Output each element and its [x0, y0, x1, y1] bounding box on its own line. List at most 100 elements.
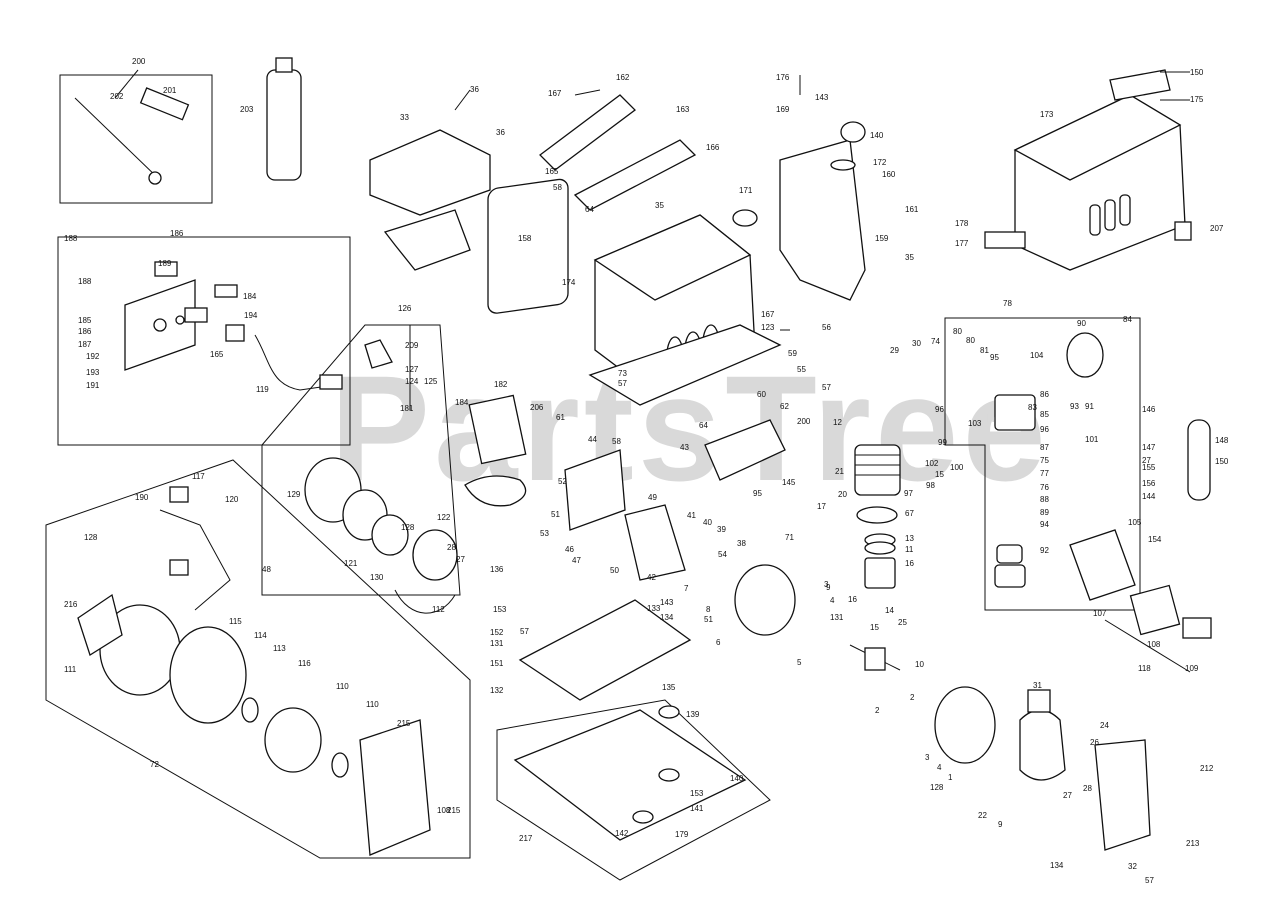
part-label: 57 [1145, 876, 1154, 885]
part-label: 107 [1093, 609, 1107, 618]
fuel-strainer-part [1187, 419, 1211, 501]
part-label: 181 [400, 404, 414, 413]
part-label: 93 [1070, 402, 1079, 411]
part-label: 110 [366, 700, 379, 709]
part-label: 213 [1186, 839, 1200, 848]
part-label: 16 [848, 595, 857, 604]
part-label: 64 [699, 421, 708, 430]
part-label: 9 [998, 820, 1003, 829]
part-label: 120 [225, 495, 239, 504]
part-label: 206 [530, 403, 544, 412]
part-label: 203 [240, 105, 254, 114]
tools-group-box [59, 74, 213, 204]
part-label: 5 [797, 658, 802, 667]
part-label: 35 [655, 201, 664, 210]
part-label: 64 [585, 205, 594, 214]
cylinder-part [854, 444, 901, 496]
part-label: 21 [835, 467, 844, 476]
piston-part [864, 533, 896, 589]
part-label: 96 [935, 405, 944, 414]
part-label: 90 [1077, 319, 1086, 328]
air-cleaner-cover-part [1182, 617, 1212, 639]
part-label: 200 [797, 417, 811, 426]
part-label: 3 [925, 753, 930, 762]
part-label: 15 [870, 623, 879, 632]
part-label: 32 [1128, 862, 1137, 871]
part-label: 115 [229, 617, 242, 626]
part-label: 105 [1128, 518, 1142, 527]
part-label: 140 [730, 774, 744, 783]
part-label: 153 [690, 789, 704, 798]
part-label: 47 [572, 556, 581, 565]
part-label: 36 [470, 85, 479, 94]
part-label: 26 [1090, 738, 1099, 747]
part-label: 144 [1142, 492, 1156, 501]
part-label: 14 [885, 606, 894, 615]
part-label: 8 [706, 605, 711, 614]
part-label: 103 [968, 419, 982, 428]
coil-top-part [1027, 689, 1051, 713]
part-label: 58 [553, 183, 562, 192]
part-label: 182 [494, 380, 508, 389]
part-label: 4 [830, 596, 835, 605]
base-plate-part [518, 599, 692, 701]
part-label: 2 [875, 706, 880, 715]
part-label: 155 [1142, 463, 1156, 472]
muffler-cover-part [704, 419, 786, 481]
part-label: 97 [904, 489, 913, 498]
fan-housing-part [1094, 739, 1151, 851]
float-part [996, 544, 1023, 564]
part-label: 39 [717, 525, 726, 534]
part-label: 61 [556, 413, 565, 422]
panel-label-part [984, 231, 1026, 249]
air-cleaner-case-part [1069, 529, 1136, 601]
part-label: 78 [1003, 299, 1012, 308]
part-label: 20 [838, 490, 847, 499]
part-label: 52 [558, 477, 567, 486]
part-label: 162 [616, 73, 630, 82]
part-label: 173 [1040, 110, 1054, 119]
part-label: 165 [210, 350, 224, 359]
part-label: 11 [905, 545, 914, 554]
part-number-labels: 200 202 201 203 36 33 36 162 167 163 165… [64, 57, 1229, 885]
part-label: 85 [1040, 410, 1049, 419]
part-label: 92 [1040, 546, 1049, 555]
part-label: 163 [676, 105, 690, 114]
part-label: 209 [405, 341, 419, 350]
part-label: 148 [1215, 436, 1229, 445]
part-label: 117 [192, 472, 205, 481]
part-label: 67 [905, 509, 914, 518]
part-label: 77 [1040, 469, 1049, 478]
part-label: 60 [757, 390, 766, 399]
part-label: 62 [780, 402, 789, 411]
part-label: 43 [680, 443, 689, 452]
part-label: 42 [647, 573, 656, 582]
part-label: 50 [610, 566, 619, 575]
ignition-coil-part [1019, 709, 1066, 781]
part-label: 130 [370, 573, 384, 582]
air-cleaner-element-part [1129, 584, 1181, 636]
float-bowl-part [994, 564, 1026, 588]
part-label: 169 [776, 105, 790, 114]
part-label: 184 [455, 398, 469, 407]
part-label: 30 [912, 339, 921, 348]
part-label: 190 [135, 493, 149, 502]
part-label: 158 [518, 234, 532, 243]
part-label: 12 [833, 418, 842, 427]
part-label: 33 [400, 113, 409, 122]
part-label: 152 [490, 628, 504, 637]
part-label: 177 [955, 239, 969, 248]
part-label: 125 [424, 377, 438, 386]
part-label: 126 [398, 304, 412, 313]
part-label: 53 [540, 529, 549, 538]
part-label: 99 [938, 438, 947, 447]
part-label: 171 [739, 186, 753, 195]
part-label: 178 [955, 219, 969, 228]
part-label: 127 [405, 365, 419, 374]
part-label: 83 [1028, 403, 1037, 412]
part-label: 186 [170, 229, 184, 238]
part-label: 100 [950, 463, 964, 472]
part-label: 207 [1210, 224, 1224, 233]
rubber-foot-part [658, 768, 680, 782]
part-label: 13 [905, 534, 914, 543]
